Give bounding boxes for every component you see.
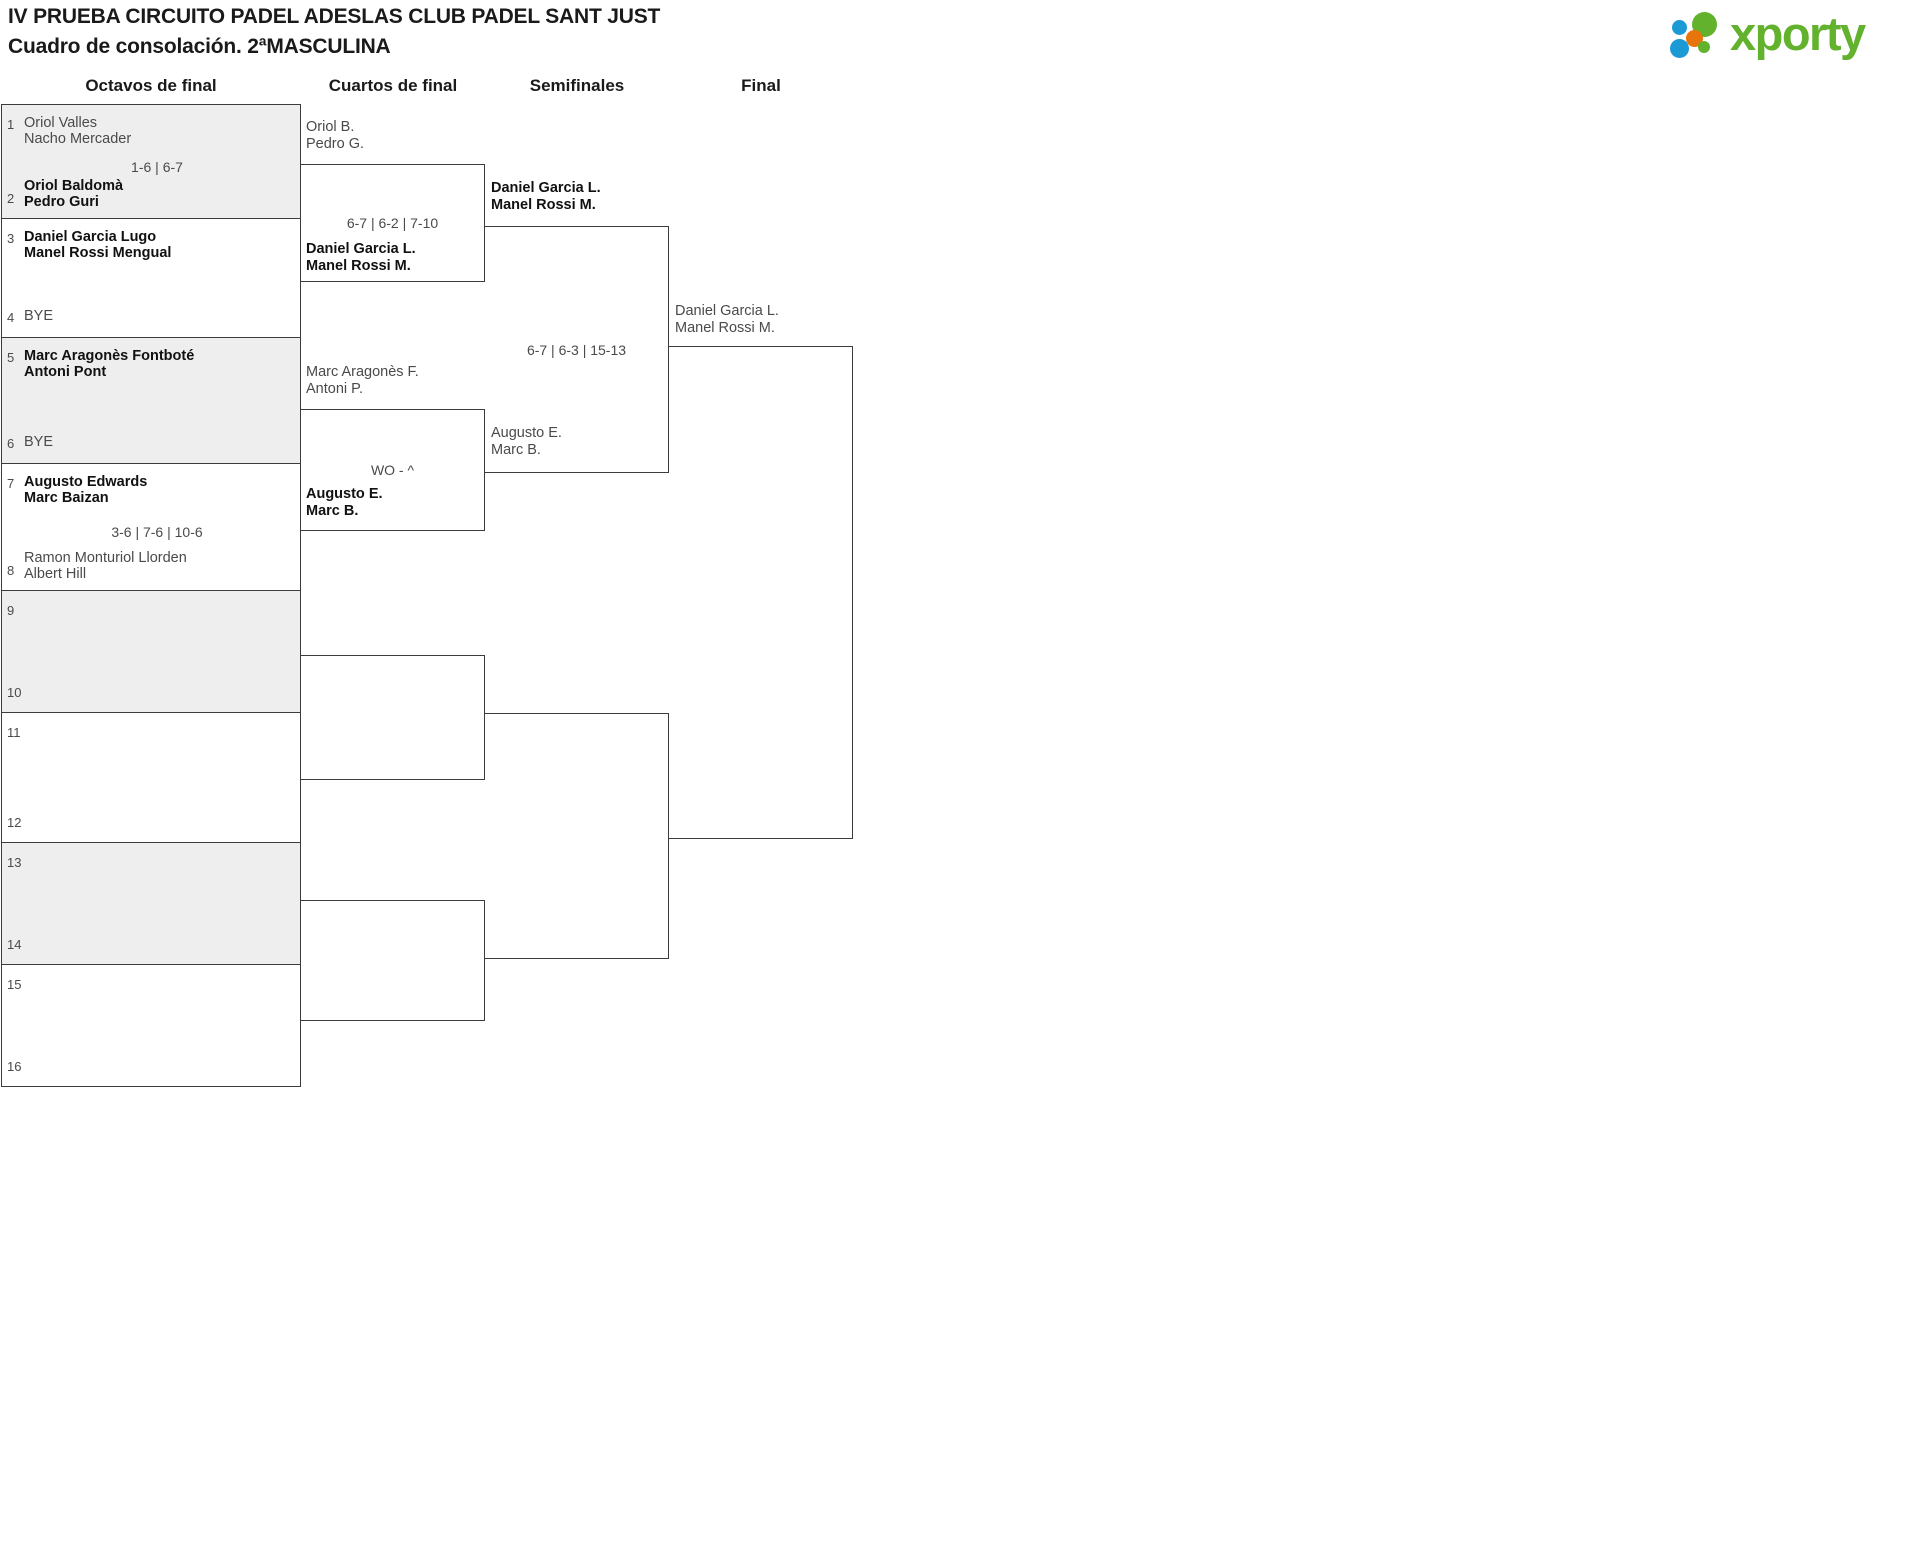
- player-line-1: Daniel Garcia L.: [491, 180, 601, 196]
- player-names: Daniel Garcia Lugo Manel Rossi Mengual: [24, 229, 294, 261]
- player-line-1: Daniel Garcia L.: [675, 303, 779, 319]
- player-line-1: Marc Aragonès F.: [306, 364, 419, 380]
- seed-block-7[interactable]: 13 14: [1, 843, 301, 965]
- seed-number: 8: [7, 563, 15, 578]
- qf2-top-team: Marc Aragonès F. Antoni P.: [306, 364, 419, 397]
- player-line-1: Marc Aragonès Fontboté: [24, 348, 195, 364]
- final-top-team: Daniel Garcia L. Manel Rossi M.: [675, 303, 779, 336]
- qf4-match-box[interactable]: [301, 900, 485, 1021]
- player-names: Oriol Baldomà Pedro Guri: [24, 178, 294, 210]
- round-header-final: Final: [741, 76, 781, 95]
- seed-block-1[interactable]: 1 Oriol Valles Nacho Mercader 2 Oriol Ba…: [1, 104, 301, 219]
- player-line-1: Daniel Garcia L.: [306, 241, 416, 257]
- player-line-1: Ramon Monturiol Llorden: [24, 550, 187, 566]
- player-names: Ramon Monturiol Llorden Albert Hill: [24, 550, 294, 582]
- player-line-1: Daniel Garcia Lugo: [24, 229, 157, 245]
- sf1-score: 6-7 | 6-3 | 15-13: [526, 341, 627, 358]
- qf2-score: WO - ^: [370, 462, 415, 478]
- seed-number: 16: [7, 1059, 22, 1074]
- match-score: 1-6 | 6-7: [131, 159, 183, 175]
- logo-dot-green-small-icon: [1698, 41, 1710, 53]
- seed-number: 6: [7, 436, 15, 451]
- seed-number: 2: [7, 191, 15, 206]
- player-names: Augusto Edwards Marc Baizan: [24, 474, 294, 506]
- seed-number: 12: [7, 815, 22, 830]
- logo-dot-blue-top-icon: [1672, 20, 1687, 35]
- seed-number: 5: [7, 350, 15, 365]
- page-title: IV PRUEBA CIRCUITO PADEL ADESLAS CLUB PA…: [8, 2, 1308, 62]
- tournament-subtitle: Cuadro de consolación. 2ªMASCULINA: [8, 35, 391, 58]
- qf2-match-box[interactable]: WO - ^: [301, 409, 485, 531]
- final-match-box[interactable]: [669, 346, 853, 839]
- qf1-score: 6-7 | 6-2 | 7-10: [346, 215, 439, 231]
- player-line-2: Manel Rossi Mengual: [24, 245, 172, 261]
- player-line-2: Antoni Pont: [24, 364, 107, 380]
- qf1-match-box[interactable]: 6-7 | 6-2 | 7-10: [301, 164, 485, 282]
- logo-wordmark: xporty: [1730, 7, 1866, 60]
- seed-number: 4: [7, 310, 15, 325]
- seed-block-5[interactable]: 9 10: [1, 591, 301, 713]
- player-line-2: Marc Baizan: [24, 490, 109, 506]
- seed-block-2[interactable]: 3 Daniel Garcia Lugo Manel Rossi Mengual…: [1, 219, 301, 338]
- bye-label: BYE: [24, 308, 54, 324]
- qf1-bottom-team: Daniel Garcia L. Manel Rossi M.: [306, 241, 416, 274]
- seed-number: 11: [7, 725, 21, 740]
- round-header-cuartos: Cuartos de final: [328, 76, 458, 95]
- bye-label: BYE: [24, 434, 54, 450]
- player-line-1: Oriol Valles: [24, 115, 98, 131]
- round-header-semifinales: Semifinales: [529, 76, 625, 95]
- seed-number: 7: [7, 476, 15, 491]
- player-line-2: Marc B.: [306, 502, 359, 519]
- seed-number: 3: [7, 231, 15, 246]
- seed-number: 15: [7, 977, 22, 992]
- logo-dot-blue-bottom-icon: [1670, 39, 1689, 58]
- qf1-top-team: Oriol B. Pedro G.: [306, 119, 364, 152]
- player-names: Marc Aragonès Fontboté Antoni Pont: [24, 348, 294, 380]
- seed-block-8[interactable]: 15 16: [1, 965, 301, 1087]
- qf3-match-box[interactable]: [301, 655, 485, 780]
- player-line-2: Antoni P.: [306, 380, 363, 397]
- player-line-1: Augusto E.: [491, 425, 562, 441]
- player-line-2: Manel Rossi M.: [306, 257, 411, 274]
- xporty-logo: xporty: [1668, 4, 1898, 64]
- player-line-2: Nacho Mercader: [24, 131, 132, 147]
- sf2-match-box[interactable]: [485, 713, 669, 959]
- player-line-1: Oriol B.: [306, 119, 355, 135]
- player-line-1: Oriol Baldomà: [24, 178, 124, 194]
- player-line-2: Albert Hill: [24, 566, 87, 582]
- sf1-top-team: Daniel Garcia L. Manel Rossi M.: [491, 180, 601, 213]
- match-score: 3-6 | 7-6 | 10-6: [111, 524, 203, 540]
- player-line-2: Pedro G.: [306, 135, 365, 152]
- player-names: Oriol Valles Nacho Mercader: [24, 115, 294, 147]
- player-line-2: Pedro Guri: [24, 194, 99, 210]
- player-line-2: Manel Rossi M.: [675, 319, 775, 336]
- tournament-name: IV PRUEBA CIRCUITO PADEL ADESLAS CLUB PA…: [8, 5, 661, 28]
- seed-block-4[interactable]: 7 Augusto Edwards Marc Baizan 8 Ramon Mo…: [1, 464, 301, 591]
- seed-number: 1: [7, 117, 15, 132]
- player-line-2: Marc B.: [491, 441, 541, 458]
- seed-block-6[interactable]: 11 12: [1, 713, 301, 843]
- player-line-1: Augusto Edwards: [24, 474, 148, 490]
- logo-dots-icon: [1668, 10, 1730, 60]
- round-header-octavos: Octavos de final: [85, 76, 217, 95]
- player-line-1: Augusto E.: [306, 486, 383, 502]
- sf1-match-box[interactable]: 6-7 | 6-3 | 15-13: [485, 226, 669, 473]
- seed-number: 9: [7, 603, 15, 618]
- player-line-2: Manel Rossi M.: [491, 196, 596, 213]
- qf2-bottom-team: Augusto E. Marc B.: [306, 486, 383, 519]
- sf1-bottom-team: Augusto E. Marc B.: [491, 425, 562, 458]
- seed-number: 14: [7, 937, 22, 952]
- seed-number: 13: [7, 855, 22, 870]
- seed-number: 10: [7, 685, 22, 700]
- seed-block-3[interactable]: 5 Marc Aragonès Fontboté Antoni Pont 6 B…: [1, 338, 301, 464]
